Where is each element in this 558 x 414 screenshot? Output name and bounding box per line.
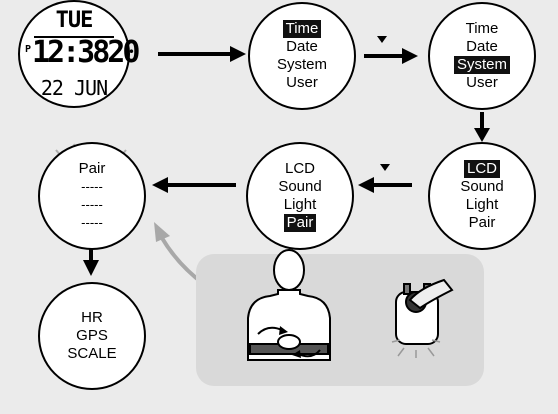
arrow-right-2	[364, 48, 418, 64]
menu-item: LCD	[284, 160, 315, 177]
pair-title: Pair	[78, 160, 106, 177]
device-item: HR	[81, 309, 103, 326]
menu-item: Time	[282, 20, 322, 38]
menu-item: Pair	[283, 214, 317, 232]
menu-bubble-system: Time Date System User	[428, 2, 536, 110]
arrow-left-2	[152, 177, 236, 193]
menu-item: User	[286, 74, 318, 91]
down-triangle-icon	[377, 36, 387, 43]
arrow-left-1	[358, 177, 412, 193]
menu-item: Light	[283, 196, 317, 213]
watch-time: 12:3820	[32, 35, 140, 70]
menu-item: Pair	[468, 214, 496, 231]
device-types-bubble: HR GPS SCALE	[38, 282, 146, 390]
menu-item: Date	[466, 38, 498, 55]
menu-bubble-pair-selected: LCD Sound Light Pair	[246, 142, 354, 250]
pair-slot: -----	[81, 197, 103, 212]
watch-divider	[34, 36, 114, 38]
menu-item: LCD	[463, 160, 500, 178]
down-triangle-icon	[380, 164, 390, 171]
watch-day: TUE	[55, 8, 94, 33]
device-item: GPS	[76, 327, 108, 344]
watch-date: 22 JUN	[40, 76, 108, 100]
menu-item: Time	[465, 20, 499, 37]
arrow-down-1	[474, 112, 490, 142]
pair-screen-bubble: Pair ----- ----- -----	[38, 142, 146, 250]
menu-item: System	[453, 56, 510, 74]
menu-bubble-lcd: LCD Sound Light Pair	[428, 142, 536, 250]
menu-item: Date	[286, 38, 318, 55]
menu-item: Light	[465, 196, 499, 213]
menu-item: System	[276, 56, 327, 73]
menu-item: Sound	[278, 178, 322, 195]
watch-display: TUE P 12:3820 22 JUN	[18, 0, 140, 108]
menu-item: User	[466, 74, 498, 91]
menu-bubble-time: Time Date System User	[248, 2, 356, 110]
pod-button-illustration	[391, 278, 454, 358]
pair-slot: -----	[81, 179, 103, 194]
pair-slot: -----	[81, 215, 103, 230]
device-item: SCALE	[67, 345, 117, 362]
watch-p-indicator: P	[25, 44, 32, 55]
arrow-right-1	[158, 46, 246, 62]
menu-item: Sound	[460, 178, 504, 195]
chest-strap-illustration	[247, 249, 331, 361]
